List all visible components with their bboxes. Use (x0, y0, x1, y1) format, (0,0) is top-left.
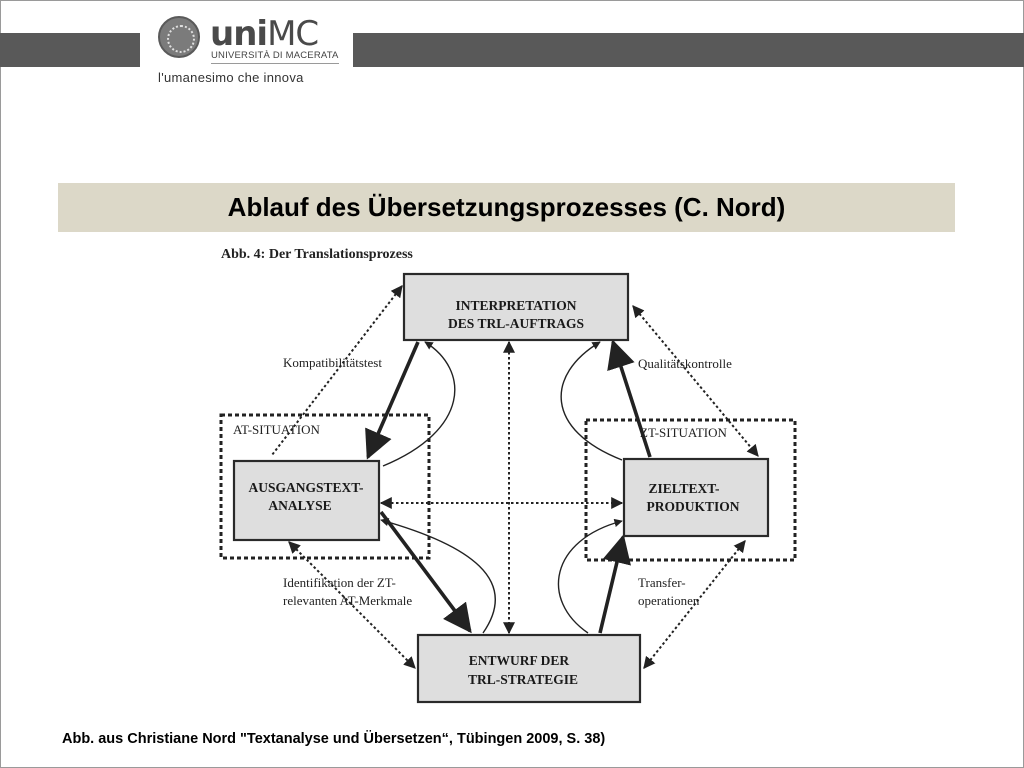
figure-title: Abb. 4: Der Translationsprozess (221, 247, 413, 262)
kompatibilitaet-link (271, 285, 403, 456)
label-qualitaetskontrolle: Qualitätskontrolle (638, 356, 732, 371)
slide-title: Ablauf des Übersetzungsprozesses (C. Nor… (227, 192, 786, 222)
box-interpretation-line1: INTERPRETATION (455, 298, 576, 313)
box-ausgangstext-line2: ANALYSE (268, 498, 331, 513)
header-band-right (353, 33, 1024, 67)
label-identifikation-line2: relevanten AT-Merkmale (283, 593, 412, 608)
header-band-left (0, 33, 140, 67)
logo-tagline: l'umanesimo che innova (158, 70, 304, 85)
box-interpretation: INTERPRETATION DES TRL-AUFTRAGS (402, 272, 630, 342)
feedback-curve-right-bottom (557, 518, 623, 634)
label-identifikation-line1: Identifikation der ZT- (283, 575, 396, 590)
logo-divider (211, 63, 339, 64)
feedback-curve-left-top (382, 341, 456, 467)
university-logo: uniMC UNIVERSITÀ DI MACERATA l'umanesimo… (154, 14, 340, 90)
title-bar: Ablauf des Übersetzungsprozesses (C. Nor… (58, 183, 955, 232)
at-situation-label: AT-SITUATION (233, 422, 321, 437)
feedback-curve-right-top (560, 341, 623, 461)
interpretation-to-analyse-arrow (365, 341, 420, 460)
zt-situation-label: ZT-SITUATION (640, 425, 728, 440)
box-ausgangstext-line1: AUSGANGSTEXT- (248, 480, 363, 495)
university-seal-icon (158, 16, 200, 58)
figure-caption: Abb. aus Christiane Nord "Textanalyse un… (62, 731, 606, 747)
label-kompatibilitaetstest: Kompatibilitätstest (283, 355, 382, 370)
box-entwurf: ENTWURF DER TRL-STRATEGIE (416, 633, 642, 704)
box-zieltext-line2: PRODUKTION (646, 499, 739, 514)
box-zieltext: ZIELTEXT- PRODUKTION (622, 457, 770, 538)
logo-wordmark: uniMC (210, 14, 319, 54)
label-transfer-line2: operationen (638, 593, 700, 608)
zieltext-to-interpretation-arrow (607, 339, 652, 458)
box-entwurf-line2: TRL-STRATEGIE (468, 672, 578, 687)
label-transfer-line1: Transfer- (638, 575, 686, 590)
box-zieltext-line1: ZIELTEXT- (648, 481, 719, 496)
feedback-curve-left-bottom (380, 518, 496, 634)
entwurf-to-zieltext-arrow (598, 534, 631, 634)
box-entwurf-line1: ENTWURF DER (469, 653, 570, 668)
box-ausgangstext: AUSGANGSTEXT- ANALYSE (232, 459, 381, 542)
logo-subtitle: UNIVERSITÀ DI MACERATA (211, 50, 339, 61)
analyse-to-entwurf-arrow (379, 510, 472, 634)
box-interpretation-line2: DES TRL-AUFTRAGS (448, 316, 584, 331)
transfer-link (643, 540, 746, 669)
